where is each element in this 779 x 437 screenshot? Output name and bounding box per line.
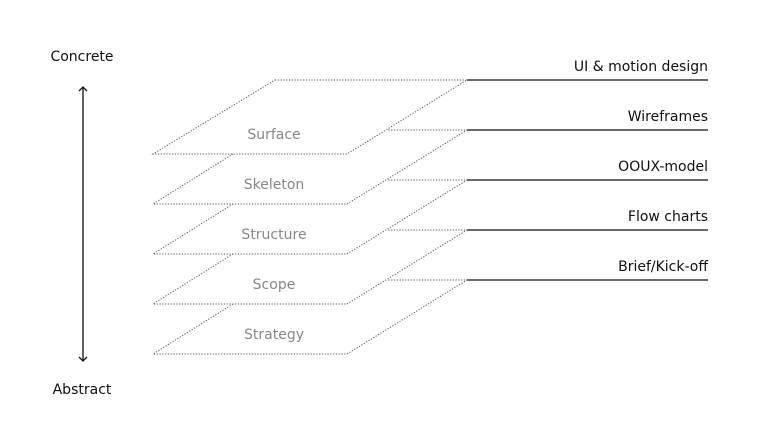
plane-scope bbox=[151, 229, 469, 305]
plane-label-surface: Surface bbox=[247, 127, 301, 143]
plane-strategy bbox=[151, 279, 469, 355]
plane-label-skeleton: Skeleton bbox=[243, 177, 305, 193]
concrete-label: Concrete bbox=[50, 49, 114, 65]
plane-skeleton bbox=[151, 129, 469, 205]
plane-structure bbox=[151, 179, 469, 255]
deliverable-brief: Brief/Kick-off bbox=[618, 259, 708, 275]
deliverable-ui-motion: UI & motion design bbox=[573, 59, 708, 75]
plane-label-structure: Structure bbox=[241, 227, 307, 243]
deliverable-ooux-model: OOUX-model bbox=[618, 159, 708, 175]
plane-surface bbox=[151, 79, 469, 155]
plane-label-scope: Scope bbox=[252, 277, 296, 293]
deliverable-wireframes: Wireframes bbox=[627, 109, 708, 125]
abstract-label: Abstract bbox=[52, 382, 112, 398]
plane-label-strategy: Strategy bbox=[244, 327, 304, 343]
deliverable-flow-charts: Flow charts bbox=[627, 209, 708, 225]
